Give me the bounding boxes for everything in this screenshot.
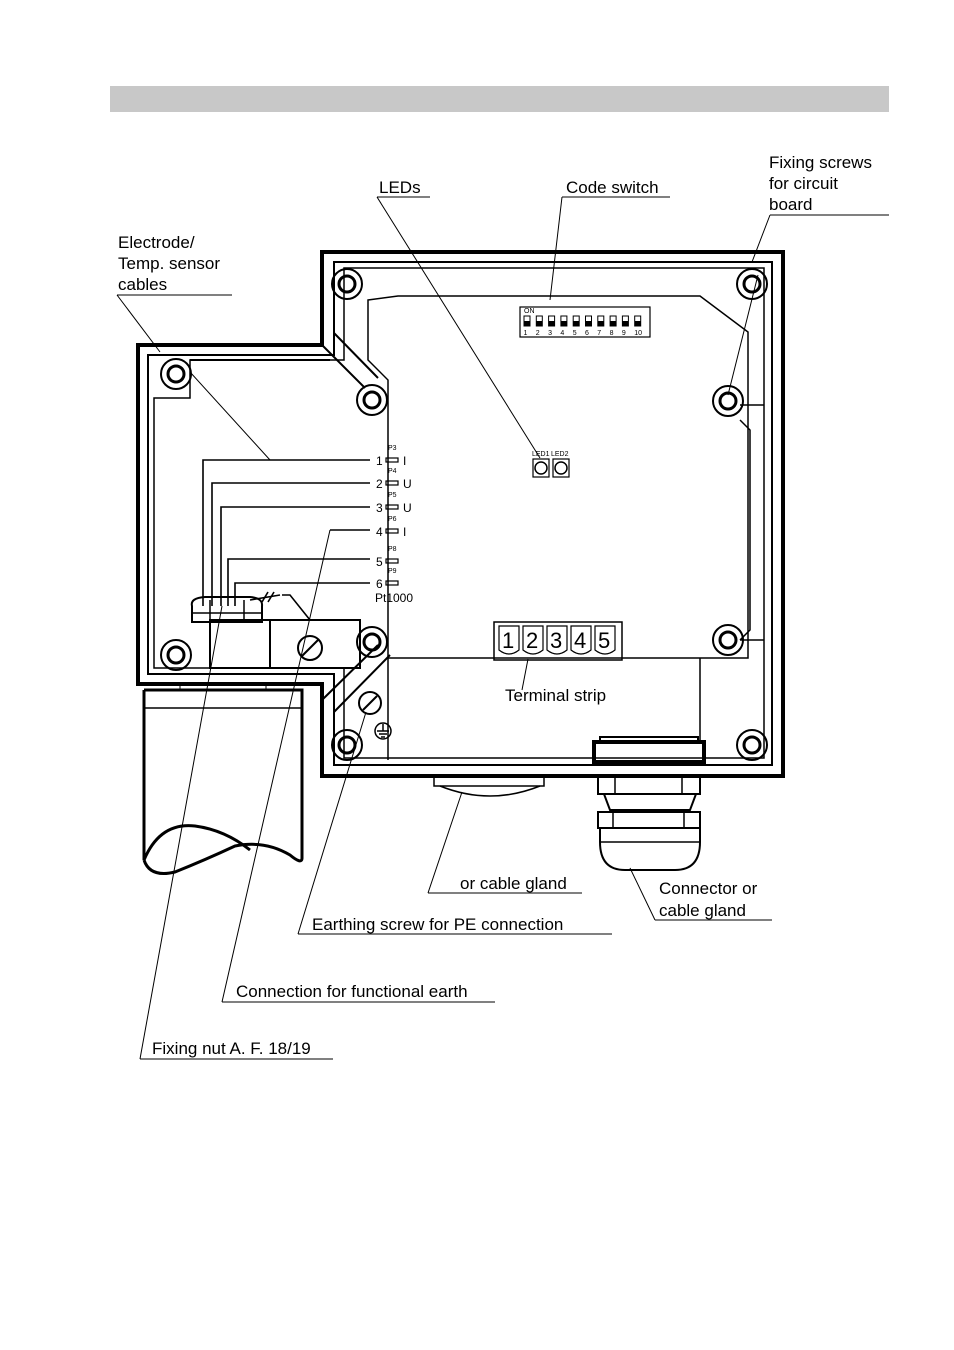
dip-lever-knob <box>548 321 555 326</box>
callout-or-cable-gland: or cable gland <box>460 874 567 893</box>
connector-gland <box>592 736 706 871</box>
dip-lever-knob <box>536 321 543 326</box>
dip-number: 4 <box>560 330 564 337</box>
terminal-cell <box>594 625 616 655</box>
pin-contact <box>385 580 399 586</box>
pin-type: U <box>403 501 412 515</box>
bottom-small-gland <box>433 775 545 797</box>
screw-bottom-right <box>736 729 768 761</box>
callout-fixing-screws-line3: board <box>769 195 812 214</box>
dip-number: 9 <box>622 330 626 337</box>
pin-contact <box>385 457 399 463</box>
dip-number: 6 <box>585 330 589 337</box>
pin-tag: P6 <box>388 516 397 523</box>
terminal-number: 1 <box>502 628 514 653</box>
dip-number: 1 <box>524 330 528 337</box>
callout-earthing-screw: Earthing screw for PE connection <box>312 915 563 934</box>
pin-type: I <box>403 525 406 539</box>
pin-number: 6 <box>376 577 383 591</box>
screw-right-upper <box>712 385 744 417</box>
pin-type: I <box>403 454 406 468</box>
switch-on-label: ON <box>524 308 535 315</box>
pin-number: 2 <box>376 477 383 491</box>
screw-top-left <box>331 268 363 300</box>
terminal-cell <box>546 625 568 655</box>
screw-bosses <box>160 268 768 761</box>
callout-connector-line2: cable gland <box>659 901 746 920</box>
dip-number: 2 <box>536 330 540 337</box>
pin-contact <box>385 480 399 486</box>
callout-fixing-screws-line2: for circuit <box>769 174 838 193</box>
callout-electrode-line2: Temp. sensor <box>118 254 220 273</box>
pin-contact <box>385 504 399 510</box>
terminal-number: 2 <box>526 628 538 653</box>
callout-terminal-strip: Terminal strip <box>505 686 606 705</box>
left-cable-gland <box>190 596 264 623</box>
pin-tag: P8 <box>388 546 397 553</box>
pin-number: 3 <box>376 501 383 515</box>
functional-earth-screw-icon <box>297 635 323 661</box>
sensor-wires <box>202 459 370 621</box>
terminal-number: 3 <box>550 628 562 653</box>
pin-number: 4 <box>376 525 383 539</box>
terminal-cell <box>522 625 544 655</box>
dip-number: 5 <box>573 330 577 337</box>
callout-electrode-line1: Electrode/ <box>118 233 195 252</box>
dip-number: 8 <box>610 330 614 337</box>
dip-lever-knob <box>524 321 530 326</box>
callout-fixing-screws-line1: Fixing screws <box>769 153 872 172</box>
terminal-number: 4 <box>574 628 586 653</box>
pt1000-label: Pt1000 <box>375 591 413 605</box>
dip-number: 7 <box>597 330 601 337</box>
dip-lever-knob <box>597 321 604 326</box>
code-switch: ON 1 2 3 4 5 6 7 8 9 10 <box>519 306 651 338</box>
pin-number: 5 <box>376 555 383 569</box>
callout-code-switch: Code switch <box>566 178 659 197</box>
pin-tag: P5 <box>388 492 397 499</box>
dip-lever-knob <box>634 321 641 326</box>
pin-number: 1 <box>376 454 383 468</box>
dip-lever-knob <box>585 321 592 326</box>
screw-bottom-left <box>331 729 363 761</box>
leader-lines <box>116 196 889 1060</box>
pin-tag: P3 <box>388 445 397 452</box>
dip-lever-knob <box>573 321 580 326</box>
pe-earthing-screw-icon <box>358 691 382 715</box>
screw-right-lower <box>712 624 744 656</box>
pin-type: U <box>403 477 412 491</box>
dip-number: 3 <box>548 330 552 337</box>
callouts: LEDs Code switch Fixing screws for circu… <box>118 153 872 1058</box>
screw-left-lower <box>160 639 192 671</box>
earth-symbol-icon <box>374 722 392 740</box>
dip-number: 10 <box>634 330 642 337</box>
screw-left-upper <box>160 358 192 390</box>
leds: LED1 LED2 <box>532 451 570 478</box>
callout-functional-earth: Connection for functional earth <box>236 982 468 1001</box>
callout-fixing-nut: Fixing nut A. F. 18/19 <box>152 1039 311 1058</box>
dip-lever-knob <box>560 321 567 326</box>
dip-lever-knob <box>622 321 629 326</box>
callout-leds: LEDs <box>379 178 421 197</box>
pin-contact <box>385 558 399 564</box>
dip-lever-knob <box>610 321 617 326</box>
screw-inner-corner <box>356 384 388 416</box>
led2-label: LED2 <box>551 451 569 458</box>
callout-connector-line1: Connector or <box>659 879 758 898</box>
terminal-cell <box>570 625 592 655</box>
header-bar <box>110 86 889 112</box>
screw-lower-inner <box>356 626 388 658</box>
sensor-cable <box>142 684 304 875</box>
led1-label: LED1 <box>532 451 550 458</box>
callout-electrode-line3: cables <box>118 275 167 294</box>
pin-tag: P9 <box>388 568 397 575</box>
terminal-number: 5 <box>598 628 610 653</box>
screw-top-right <box>736 268 768 300</box>
pin-contact <box>385 528 399 534</box>
terminal-cell <box>498 625 520 655</box>
pin-tag: P4 <box>388 468 397 475</box>
